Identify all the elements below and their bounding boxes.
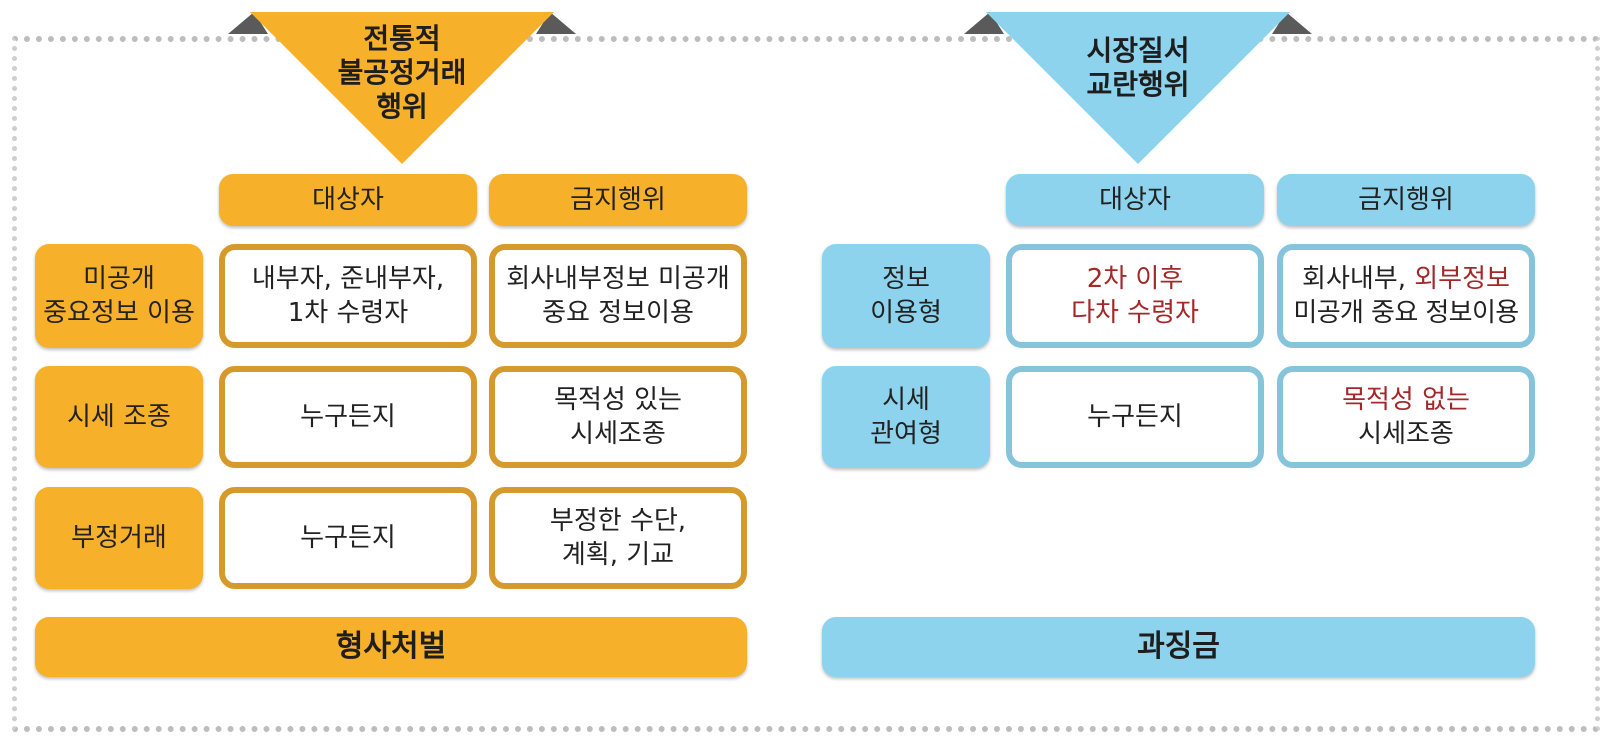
prohibited-plain-text: 회사내부, <box>1302 264 1415 294</box>
right-row-prohibited: 목적성 없는 시세조종 <box>1277 366 1535 468</box>
left-result-bar: 형사처벌 <box>35 617 747 677</box>
right-row-target: 2차 이후 다차 수령자 <box>1006 244 1264 348</box>
prohibited-highlight-text: 목적성 없는 <box>1342 385 1470 415</box>
right-row-prohibited-line-1: 회사내부, 외부정보 <box>1302 262 1510 296</box>
left-row-target: 내부자, 준내부자, 1차 수령자 <box>219 244 477 348</box>
left-row-prohibited: 부정한 수단, 계획, 기교 <box>489 487 747 589</box>
right-row-label: 정보 이용형 <box>822 244 990 348</box>
left-header-prohibited: 금지행위 <box>489 174 747 226</box>
left-title-triangle: 전통적 불공정거래 행위 <box>228 12 576 164</box>
left-row-prohibited: 회사내부정보 미공개 중요 정보이용 <box>489 244 747 348</box>
right-row-prohibited: 회사내부, 외부정보 미공개 중요 정보이용 <box>1277 244 1535 348</box>
left-title: 전통적 불공정거래 행위 <box>337 22 467 123</box>
right-title-triangle: 시장질서 교란행위 <box>964 12 1312 164</box>
left-row-target: 누구든지 <box>219 366 477 468</box>
left-row-label: 미공개 중요정보 이용 <box>35 244 203 348</box>
right-row-label: 시세 관여형 <box>822 366 990 468</box>
right-header-target: 대상자 <box>1006 174 1264 226</box>
prohibited-highlight-text: 외부정보 <box>1414 264 1510 294</box>
prohibited-plain-text: 미공개 중요 정보이용 <box>1293 298 1519 328</box>
diagram-frame <box>12 36 1600 732</box>
prohibited-plain-text: 시세조종 <box>1358 419 1454 449</box>
left-row-target: 누구든지 <box>219 487 477 589</box>
right-row-target: 누구든지 <box>1006 366 1264 468</box>
left-row-label: 부정거래 <box>35 487 203 589</box>
right-title: 시장질서 교란행위 <box>1086 34 1190 101</box>
right-header-prohibited: 금지행위 <box>1277 174 1535 226</box>
left-row-label: 시세 조종 <box>35 366 203 468</box>
right-result-bar: 과징금 <box>822 617 1535 677</box>
left-row-prohibited: 목적성 있는 시세조종 <box>489 366 747 468</box>
left-header-target: 대상자 <box>219 174 477 226</box>
